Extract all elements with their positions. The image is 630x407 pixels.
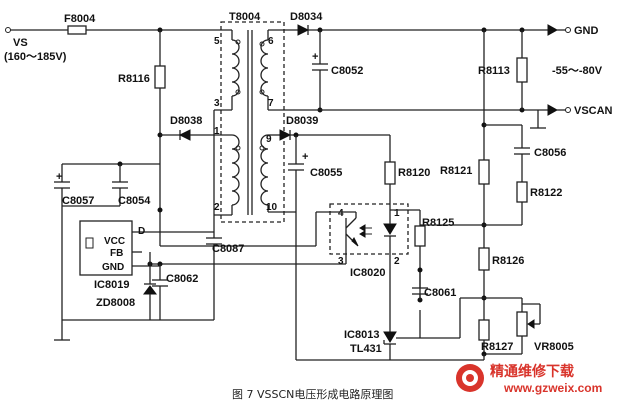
divider-chain [478,30,522,357]
tl431-ic8013 [383,297,484,360]
optocoupler-ic8020 [329,203,409,255]
r8121-label: R8121 [440,165,472,177]
r8127-resistor [478,319,490,341]
t-pin-5: 5 [214,36,220,47]
vr8005-label: VR8005 [534,341,574,353]
r8127-label: R8127 [481,341,513,353]
figure-caption: 图 7 VSSCN电压形成电路原理图 [232,388,393,401]
c8057-plus: + [56,171,62,183]
r8116-resistor [154,30,166,232]
opto-pin-3: 3 [338,256,344,267]
zd8008-label: ZD8008 [96,297,135,309]
watermark-url: www.gzweix.com [503,381,602,395]
t-pin-6: 6 [268,36,274,47]
input-rail [5,25,233,40]
c8055-plus: + [302,151,308,163]
gnd-rail [268,24,571,36]
c8052-plus: + [312,51,318,63]
watermark-logo [456,364,484,392]
r8113-resistor [516,30,528,110]
c8062-zd8008 [143,252,168,320]
ic8019-label: IC8019 [94,279,129,291]
c8087-capacitor [206,214,232,320]
ic-pin-vcc: VCC [104,236,125,247]
opto-output-wires [150,211,484,300]
opto-pin-2: 2 [394,256,400,267]
c8055-label: C8055 [310,167,342,179]
vs-label: VS [13,37,28,49]
t8004-label: T8004 [229,11,261,23]
ic-pin-gnd: GND [102,262,124,273]
r8120-resistor [384,161,396,185]
watermark-title: 精通维修下载 [490,363,574,380]
transformer-t8004 [213,21,296,232]
opto-pin-1: 1 [394,208,400,219]
d8038-diode [160,129,232,141]
c8061-capacitor [412,267,428,303]
d8039-branch [268,129,396,360]
r8122-label: R8122 [530,187,562,199]
r8120-label: R8120 [398,167,430,179]
c8054-label: C8054 [118,195,151,207]
c8052-capacitor [312,30,328,113]
r8126-resistor [478,247,490,271]
d8038-label: D8038 [170,115,202,127]
fuse-f8004 [67,25,87,35]
vs-range-label: (160～185V) [4,51,67,63]
secondary-ground-rail [296,354,485,361]
c8062-label: C8062 [166,273,198,285]
c8057-c8054 [54,161,160,207]
tl431-label: TL431 [350,343,382,355]
t-pin-1: 1 [214,126,220,137]
ic-pin-fb: FB [110,248,123,259]
vscan-label: VSCAN [574,105,613,117]
r8125-label: R8125 [422,217,454,229]
c8052-label: C8052 [331,65,363,77]
c8056-label: C8056 [534,147,566,159]
primary-ground-rail [54,206,214,341]
c8056-r8122 [484,125,530,226]
ic8013-label: IC8013 [344,329,379,341]
t-pin-7: 7 [268,98,274,109]
t-pin-10: 10 [266,202,278,213]
r8113-label: R8113 [478,65,510,77]
voltage-label: -55～-80V [552,65,603,77]
ic8019-chip [79,220,214,276]
r8116-label: R8116 [118,73,150,85]
f8004-label: F8004 [64,13,96,25]
t-pin-9: 9 [266,134,272,145]
gnd-label: GND [574,25,599,37]
r8126-label: R8126 [492,255,524,267]
d8039-label: D8039 [286,115,318,127]
vr8005-pot [484,297,541,354]
ic-pin-d: D [138,226,145,237]
c8061-label: C8061 [424,287,456,299]
r8121-resistor [478,159,490,185]
d8034-label: D8034 [290,11,323,23]
c8087-label: C8087 [212,243,244,255]
c8057-label: C8057 [62,195,94,207]
t-pin-3: 3 [214,98,220,109]
opto-pin-4: 4 [338,208,344,219]
t-pin-2: 2 [214,202,220,213]
ic8020-label: IC8020 [350,267,385,279]
